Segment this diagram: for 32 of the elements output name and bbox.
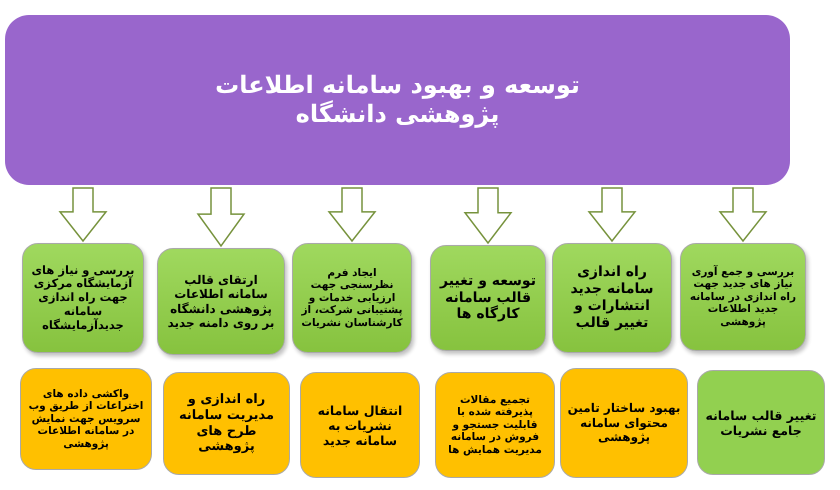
task-text: تجمیع مقالات پذیرفته شده با قابلیت جستجو و فروش در سامانه مدیریت همایش ها (447, 394, 543, 456)
block-arrow (327, 187, 377, 242)
task-text: انتقال سامانه نشریات به سامانه جدید (316, 402, 404, 448)
task-box (552, 243, 672, 353)
task-box (430, 245, 546, 351)
task-box (435, 372, 555, 478)
block-arrow (587, 187, 637, 242)
task-text: بهبود ساختار تامین محتوای سامانه پژوهشی (567, 401, 681, 445)
task-box (22, 243, 144, 353)
task-text: بررسی و جمع آوری نیاز های جدید جهت راه اندازی در سامانه جدید اطلاعات پژوهشی (688, 266, 798, 328)
task-box (163, 372, 290, 475)
task-text: توسعه و تغییر قالب سامانه کارگاه ها (438, 272, 537, 324)
block-arrow (196, 187, 246, 248)
task-text: راه اندازی سامانه جدید انتشارات و تغییر قالب (569, 264, 655, 332)
task-text: واکشی داده های اختراعات از طریق وب سرویس جهت نمایش در سامانه اطلاعات پژوهشی (28, 388, 144, 450)
task-text: ایجاد فرم نظرسنجی جهت ارزیابی خدمات و پشتیبانی شرکت، از کارشناسان نشریات (300, 266, 404, 330)
task-text: راه اندازی و مدیریت سامانه طرح های پژوهشی (178, 392, 276, 455)
task-box (20, 368, 152, 470)
task-text: ارتقای قالب سامانه اطلاعات پژوهشی دانشگاه بر روی دامنه جدید (166, 272, 276, 330)
title-banner (5, 15, 790, 185)
task-box (300, 372, 420, 478)
task-box (292, 243, 412, 353)
task-box (157, 248, 285, 355)
block-arrow (463, 187, 513, 244)
task-box (560, 368, 688, 478)
block-arrow (58, 187, 108, 242)
title-text: توسعه و بهبود سامانه اطلاعات پژوهشی دانشگاه (214, 71, 581, 129)
task-text: تغییر قالب سامانه جامع نشریات (704, 408, 818, 438)
block-arrow (718, 187, 768, 242)
task-box (680, 243, 806, 351)
task-text: بررسی و نیاز های آزمایشگاه مرکزی جهت راه اندازی سامانه جدیدآزمایشگاه (30, 264, 136, 332)
task-box (697, 370, 825, 475)
